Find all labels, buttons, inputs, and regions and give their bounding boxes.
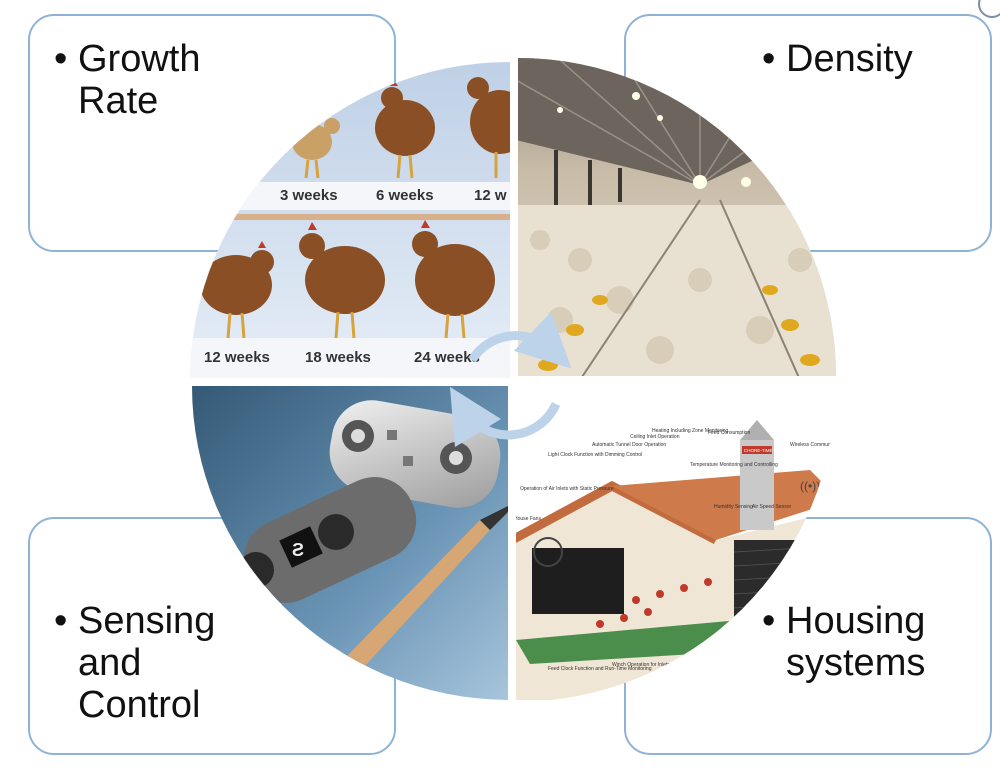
svg-text:Ceiling Inlet Operation: Ceiling Inlet Operation <box>630 434 680 440</box>
hen-24-weeks <box>412 220 495 339</box>
svg-text:Wireless Communication: Wireless Communication <box>790 442 846 448</box>
housing-diagram: CHORE-TIME ((•)) Light Clock Function wi… <box>514 384 846 702</box>
bullet: • <box>54 38 68 80</box>
svg-text:CHORE-TIME: CHORE-TIME <box>744 448 773 453</box>
density-label: • Density <box>762 38 913 80</box>
age-label: 24 weeks <box>414 349 480 366</box>
svg-text:Automatic Tunnel Door Operatio: Automatic Tunnel Door Operation <box>592 442 666 448</box>
bullet: • <box>762 600 776 642</box>
svg-text:Heating Including Zone Monitor: Heating Including Zone Monitoring <box>652 428 728 434</box>
age-label: 12 weeks <box>204 349 270 366</box>
arrow-icon <box>468 311 572 369</box>
svg-text:Air Speed Sensor: Air Speed Sensor <box>752 504 792 510</box>
svg-text:Operation of Air Inlets with S: Operation of Air Inlets with Static Pres… <box>520 486 614 492</box>
svg-text:Feed Clock Function and Run-Ti: Feed Clock Function and Run-Time Monitor… <box>548 666 652 672</box>
curtain-panel <box>532 548 624 614</box>
corner-circle-icon <box>978 0 1000 18</box>
chip-logo-icon: Ƨ <box>292 540 304 560</box>
tunnel-door <box>734 540 804 626</box>
svg-text:Temperature Monitoring and Con: Temperature Monitoring and Controlling <box>690 462 778 468</box>
svg-text:Feed Consumption: Feed Consumption <box>708 430 750 436</box>
growth-photo: 3 weeks 6 weeks 12 w 12 weeks 18 weeks 2… <box>190 61 510 378</box>
feed-silo <box>740 440 774 530</box>
hen-12-weeks <box>467 77 510 178</box>
hen-18-weeks <box>299 222 385 339</box>
age-label: 3 weeks <box>280 187 338 204</box>
age-label: 6 weeks <box>376 187 434 204</box>
sensor-photo: Ƨ <box>192 386 508 700</box>
svg-text:Humidity Sensing: Humidity Sensing <box>714 504 753 510</box>
fan-icon <box>533 537 563 567</box>
age-label: 12 w <box>474 187 507 204</box>
wireless-icon: ((•)) <box>800 479 820 493</box>
hen-6-weeks <box>375 80 435 179</box>
bullet: • <box>762 38 776 80</box>
density-photo <box>518 58 836 376</box>
arrow-icon <box>449 386 561 448</box>
cycle-arrows <box>449 311 572 448</box>
hen-12-weeks-b <box>200 241 274 339</box>
bullet: • <box>54 600 68 642</box>
svg-text:Light Clock Function with Dimm: Light Clock Function with Dimming Contro… <box>548 452 642 458</box>
svg-text:Winch Operation for Inlets or: Winch Operation for Inlets or Tunnel Doo… <box>612 662 707 668</box>
svg-text:House Fans: House Fans <box>514 516 541 522</box>
age-label: 18 weeks <box>305 349 371 366</box>
